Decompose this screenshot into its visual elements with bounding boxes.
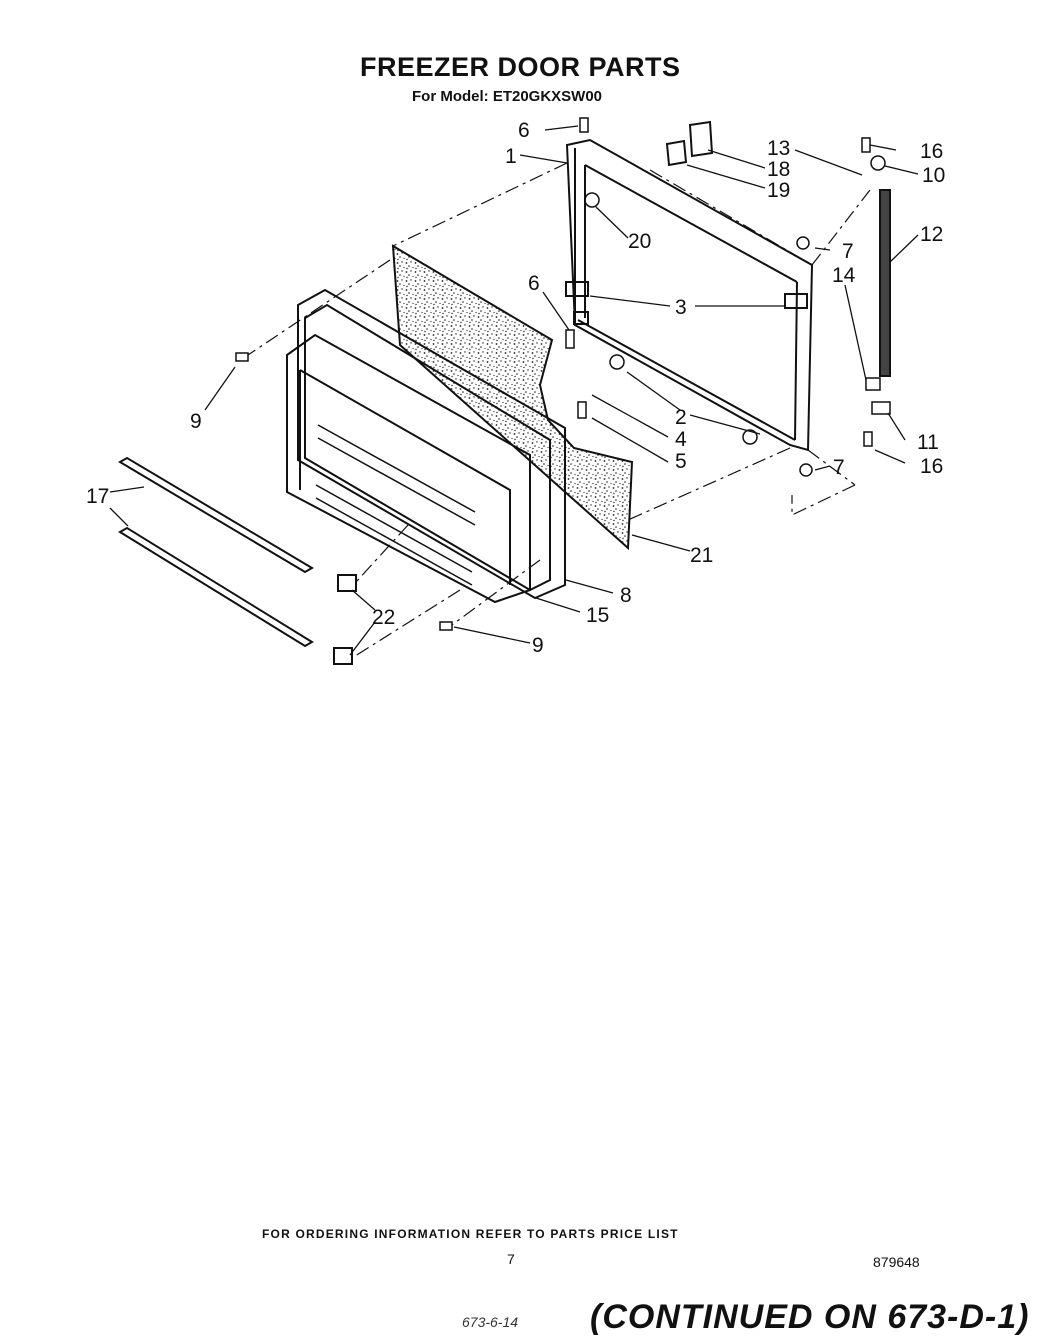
page-number: 7 — [507, 1251, 515, 1267]
leader-line — [109, 125, 919, 656]
shelf-bar-upper — [118, 456, 314, 574]
page-title: FREEZER DOOR PARTS — [360, 52, 681, 82]
shelf-bar-lower — [118, 526, 314, 648]
callout-15: 15 — [586, 604, 609, 627]
callout-8: 8 — [620, 584, 632, 607]
callout-6: 6 — [528, 272, 540, 295]
callout-18: 18 — [767, 158, 790, 181]
callout-7: 7 — [842, 240, 854, 263]
callout-14: 14 — [832, 264, 856, 287]
callout-4: 4 — [675, 428, 687, 451]
hinge-bracket-left — [565, 281, 589, 325]
callout-17: 17 — [86, 485, 109, 508]
callout-16: 16 — [920, 455, 943, 478]
callout-2: 2 — [675, 406, 687, 429]
callout-11: 11 — [917, 431, 939, 454]
inner-door-liner — [286, 333, 531, 604]
handwritten-note: 673-6-14 — [462, 1314, 519, 1330]
callout-1: 1 — [505, 145, 517, 168]
model-subtitle: For Model: ET20GKXSW00 — [412, 88, 603, 105]
callout-6: 6 — [518, 119, 530, 142]
callout-22: 22 — [372, 606, 395, 629]
callout-7: 7 — [833, 456, 845, 479]
callout-21: 21 — [690, 544, 713, 567]
hinge-bracket-right — [784, 293, 808, 309]
shelf-end-cap — [337, 574, 357, 592]
assembly-line — [247, 162, 871, 659]
callout-3: 3 — [675, 296, 687, 319]
adhesive-label — [688, 120, 714, 158]
callout-5: 5 — [675, 450, 687, 473]
callout-16: 16 — [920, 140, 943, 163]
exploded-parts-diagram: 1 2 3 4 5 6 6 7 7 8 9 9 10 11 12 13 14 1… — [86, 117, 945, 665]
shelf-end-cap — [333, 647, 353, 665]
screw-part — [235, 117, 891, 631]
breaker-strip-frame — [297, 288, 566, 600]
callout-19: 19 — [767, 179, 790, 202]
callout-9: 9 — [532, 634, 544, 657]
callout-20: 20 — [628, 230, 651, 253]
callout-13: 13 — [767, 137, 790, 160]
continued-note: (CONTINUED ON 673-D-1) — [590, 1298, 1030, 1336]
callout-12: 12 — [920, 223, 943, 246]
ordering-note: FOR ORDERING INFORMATION REFER TO PARTS … — [262, 1227, 679, 1241]
document-number: 879648 — [873, 1254, 920, 1270]
adhesive-label — [665, 139, 688, 167]
callout-10: 10 — [922, 164, 945, 187]
callout-9: 9 — [190, 410, 202, 433]
door-handle — [879, 189, 891, 377]
